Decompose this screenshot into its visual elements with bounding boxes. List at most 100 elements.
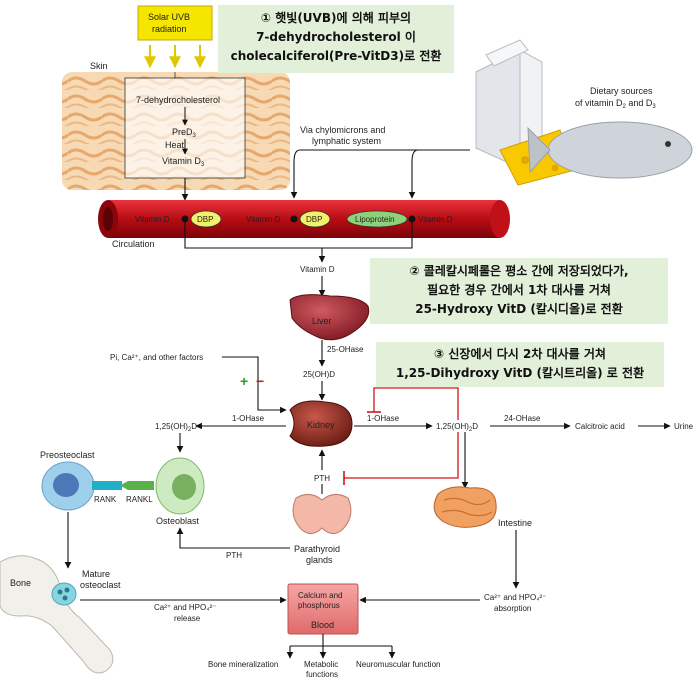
125ohd-left-label: 1,25(OH)2D	[155, 422, 197, 433]
preosteoclast-cell	[41, 461, 95, 511]
liver-label: Liver	[312, 316, 332, 326]
rank-label: RANK	[94, 495, 117, 504]
annotation-note-1: ① 햇빛(UVB)에 의해 피부의 7-dehydrocholesterol 이…	[218, 5, 454, 73]
absorption-label-line1: Ca²⁺ and HPO₄²⁻	[484, 593, 546, 602]
osteoblast-label: Osteoblast	[156, 516, 200, 526]
skin-process-box	[124, 77, 246, 179]
dietary-label-line1: Dietary sources	[590, 86, 653, 96]
pth-inhibit-line	[344, 432, 459, 479]
inhibitor-minus: −	[256, 373, 264, 389]
mature-label-line2: osteoclast	[80, 580, 121, 590]
milk-carton-icon	[475, 39, 543, 169]
kidney-label: Kidney	[307, 420, 335, 430]
vessel-vitd-2: Vitamin D	[246, 215, 281, 224]
outcome-bone-mineralization: Bone mineralization	[208, 660, 278, 669]
uvb-box	[137, 5, 213, 41]
pth-label: PTH	[314, 474, 330, 483]
dbp-protein-2	[299, 210, 331, 228]
blood-label: Blood	[311, 620, 334, 630]
bone-label: Bone	[10, 578, 31, 588]
mature-label-line1: Mature	[82, 569, 110, 579]
annotation-note-3: ③ 신장에서 다시 2차 대사를 거쳐 1,25-Dihydroxy VitD …	[376, 342, 664, 387]
dehydrocholesterol-label: 7-dehydrocholesterol	[136, 95, 220, 105]
annotation-note-2: ② 콜레칼시페롤은 평소 간에 저장되었다가, 필요한 경우 간에서 1차 대사…	[370, 258, 668, 324]
factors-to-kidney	[222, 356, 287, 414]
chylomicron-label-line2: lymphatic system	[312, 136, 381, 146]
binding-dot	[181, 215, 189, 223]
blood-box: Calcium and phosphorus Blood	[287, 583, 359, 635]
fish-icon	[527, 121, 693, 179]
heat-label: Heat	[165, 140, 185, 150]
outcome-neuromuscular: Neuromuscular function	[356, 660, 440, 669]
parathyroid-to-osteoblast	[176, 527, 290, 549]
absorption-label-line2: absorption	[494, 604, 531, 613]
note3-line2: 1,25-Dihydroxy VitD (칼시트리올) 로 전환	[395, 366, 645, 380]
note3-line1: ③ 신장에서 다시 2차 대사를 거쳐	[434, 347, 606, 361]
note1-line3: cholecalciferol(Pre-VitD3)로 전환	[230, 49, 442, 63]
skin-section: Skin 7-dehydrocholesterol PreD3 Heat Vit…	[62, 61, 290, 190]
chylomicron-label-line1: Via chylomicrons and	[300, 125, 385, 135]
intestine-organ: Intestine	[433, 486, 532, 528]
note2-line2: 필요한 경우 간에서 1차 대사를 거쳐	[427, 283, 611, 297]
25-ohase-label: 25-OHase	[327, 345, 364, 354]
parathyroid-glands: Parathyroid glands	[292, 494, 352, 565]
outcome-metabolic-line2: functions	[306, 670, 338, 679]
parathyroid-label-line1: Parathyroid	[294, 544, 340, 554]
activator-plus: +	[240, 373, 248, 389]
lipoprotein-carrier	[346, 210, 408, 228]
rankl-tip	[120, 481, 128, 490]
rankl-ligand	[128, 481, 154, 490]
lipoprotein-label: Lipoprotein	[355, 215, 395, 224]
outcome-metabolic-line1: Metabolic	[304, 660, 338, 669]
osteoblast-cell	[155, 457, 205, 515]
note2-line3: 25-Hydroxy VitD (칼시디올)로 전환	[415, 302, 623, 316]
blood-box-line1: Calcium and	[298, 591, 342, 600]
dietary-label-line2: of vitamin D2 and D3	[575, 98, 656, 110]
24-ohase-label: 24-OHase	[504, 414, 541, 423]
release-label-line2: release	[174, 614, 201, 623]
liver-organ: Liver	[289, 294, 370, 341]
dbp-label-2: DBP	[306, 215, 322, 224]
125ohd-right-label: 1,25(OH)2D	[436, 422, 478, 433]
preosteoclast-label: Preosteoclast	[40, 450, 95, 460]
feedback-inhibit-loop	[373, 387, 459, 420]
parathyroid-label-line2: glands	[306, 555, 333, 565]
release-label-line1: Ca²⁺ and HPO₄²⁻	[154, 603, 216, 612]
blood-box-line2: phosphorus	[298, 601, 340, 610]
vessel-vitd-3: Vitamin D	[418, 215, 453, 224]
intestine-label: Intestine	[498, 518, 532, 528]
rankl-label: RANKL	[126, 495, 153, 504]
dietary-sources: Dietary sources of vitamin D2 and D3	[475, 39, 693, 186]
pth-osteoblast-label: PTH	[226, 551, 242, 560]
calcitroic-acid-label: Calcitroic acid	[575, 422, 625, 431]
1-ohase-left-label: 1-OHase	[232, 414, 265, 423]
circulation-label: Circulation	[112, 239, 155, 249]
vitamin-d-label: Vitamin D	[300, 265, 335, 274]
uvb-section: Solar UVB radiation	[137, 5, 213, 78]
mature-osteoclast-cell	[51, 582, 77, 606]
vessel-vitd-1: Vitamin D	[135, 215, 170, 224]
dietary-path	[290, 149, 470, 199]
circulation-vessel: Vitamin D DBP Vitamin D DBP Lipoprotein …	[98, 200, 510, 238]
dietary-path-lipo	[408, 149, 470, 199]
skin-label: Skin	[90, 61, 108, 71]
note1-line1: ① 햇빛(UVB)에 의해 피부의	[260, 11, 412, 25]
blood-outcomes-bracket	[290, 634, 392, 647]
kidney-organ: Kidney	[289, 400, 353, 447]
vessel-collector	[184, 222, 413, 249]
previtamin-label: PreD3	[172, 127, 197, 139]
dbp-label-1: DBP	[197, 215, 213, 224]
urine-label: Urine	[674, 422, 694, 431]
binding-dot	[408, 215, 416, 223]
uvb-label-line2: radiation	[152, 24, 187, 34]
binding-dot	[290, 215, 298, 223]
note1-line2: 7-dehydrocholesterol 이	[256, 30, 416, 44]
rank-receptor	[92, 481, 122, 490]
bone-icon	[0, 555, 114, 674]
1-ohase-right-label: 1-OHase	[367, 414, 400, 423]
note2-line1: ② 콜레칼시페롤은 평소 간에 저장되었다가,	[409, 264, 629, 278]
25ohd-label: 25(OH)D	[303, 370, 335, 379]
vitamin-d3-label: Vitamin D3	[162, 156, 205, 168]
pi-ca-factors-label: Pi, Ca²⁺, and other factors	[110, 353, 203, 362]
uvb-label-line1: Solar UVB	[148, 12, 190, 22]
